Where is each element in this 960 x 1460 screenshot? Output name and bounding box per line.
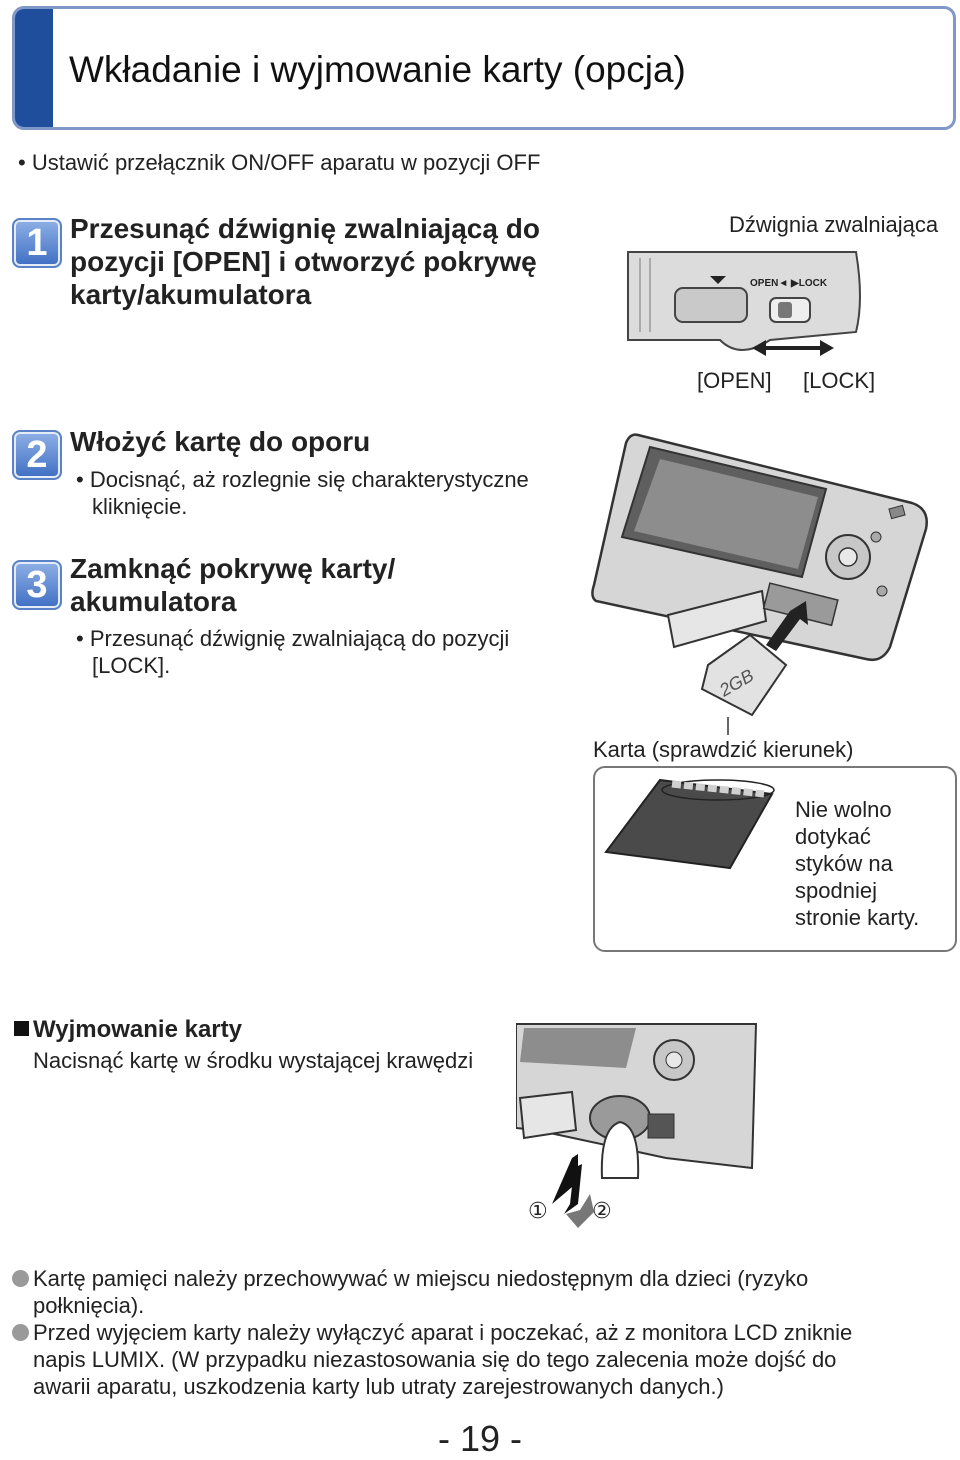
page-header: Wkładanie i wyjmowanie karty (opcja) (12, 6, 956, 130)
warning-line: styków na (795, 851, 893, 876)
note-line: napis LUMIX. (W przypadku niezastosowani… (33, 1347, 837, 1372)
page-title: Wkładanie i wyjmowanie karty (opcja) (69, 49, 686, 90)
arrow-head-left (752, 340, 766, 356)
step-3-title-line: Zamknąć pokrywę karty/ (70, 553, 396, 584)
push-arrow (552, 1154, 578, 1204)
note-storage: Kartę pamięci należy przechowywać w miej… (12, 1265, 942, 1319)
card-slot-detail (647, 1113, 675, 1139)
lock-label: [LOCK] (803, 368, 876, 393)
note-line: Przed wyjęciem karty należy wyłączyć apa… (12, 1319, 942, 1346)
step-1-title-line: Przesunąć dźwignię zwalniającą do (70, 213, 540, 244)
release-lever-caption: Dźwignia zwalniająca (729, 212, 939, 237)
finger (600, 1120, 640, 1179)
intro-bullet: • Ustawić przełącznik ON/OFF aparatu w p… (18, 150, 541, 175)
step-3-title: Zamknąć pokrywę karty/ akumulatora (70, 552, 395, 618)
open-card-door (518, 1090, 578, 1140)
push-arrow-shaft (564, 1164, 582, 1214)
step-2-note-line: • Docisnąć, aż rozlegnie się charakterys… (76, 467, 529, 492)
camera-button (876, 585, 888, 597)
step-1-title-line: karty/akumulatora (70, 279, 312, 310)
dial-center-button (665, 1051, 683, 1069)
contacts-highlight-ring (661, 779, 775, 801)
camera-button (870, 531, 882, 543)
step-2-badge: 2 (12, 430, 62, 480)
step-marker-2: ② (592, 1199, 612, 1224)
removal-instruction: Nacisnąć kartę w środku wystającej krawę… (33, 1048, 474, 1073)
camera-bottom-illustration: OPEN◄ ▶LOCK (627, 251, 861, 356)
dial-center-button (838, 547, 858, 567)
header-accent-band (15, 9, 53, 127)
card-contacts-warning: Nie wolno dotykać styków na spodniej str… (795, 796, 919, 931)
note-text: Przed wyjęciem karty należy wyłączyć apa… (33, 1320, 853, 1345)
section-square-icon (14, 1021, 29, 1036)
step-1-badge: 1 (12, 218, 62, 268)
card-contacts-panel (593, 766, 957, 952)
warning-line: Nie wolno (795, 797, 892, 822)
open-label: [OPEN] (697, 368, 772, 393)
camera-insert-illustration: 2GB (591, 433, 928, 735)
note-line: awarii aparatu, uszkodzenia karty lub ut… (33, 1374, 724, 1399)
step-3-note-line: [LOCK]. (92, 653, 171, 678)
lcd-corner (520, 1028, 636, 1068)
removal-heading-text: Wyjmowanie karty (33, 1016, 242, 1043)
sd-card-back-illustration (604, 778, 775, 870)
card-door (674, 287, 748, 323)
note-text: Kartę pamięci należy przechowywać w miej… (33, 1266, 809, 1291)
step-3-note: • Przesunąć dźwignię zwalniającą do pozy… (76, 625, 509, 679)
step-2-note-line: kliknięcie. (92, 494, 188, 519)
card-orientation-caption: Karta (sprawdzić kierunek) (593, 737, 854, 762)
warning-line: stronie karty. (795, 905, 920, 930)
mode-switch (888, 504, 906, 520)
step-marker-1: ① (528, 1199, 548, 1224)
step-1-title: Przesunąć dźwignię zwalniającą do pozycj… (70, 212, 540, 311)
note-line: Kartę pamięci należy przechowywać w miej… (12, 1265, 942, 1292)
step-1-title-line: pozycji [OPEN] i otworzyć pokrywę (70, 246, 537, 277)
note-line: połknięcia). (33, 1293, 145, 1318)
insert-arrow (766, 601, 808, 651)
note-power-off: Przed wyjęciem karty należy wyłączyć apa… (12, 1319, 942, 1400)
lever-engraving: OPEN◄ ▶LOCK (750, 278, 828, 289)
lcd-glass (634, 459, 818, 569)
step-3-title-line: akumulatora (70, 586, 237, 617)
bullet-dot-icon (12, 1270, 29, 1287)
pull-arrow (566, 1194, 594, 1228)
step-2-note: • Docisnąć, aż rozlegnie się charakterys… (76, 466, 529, 520)
lever-knob (778, 302, 792, 318)
removal-heading: Wyjmowanie karty (14, 1016, 242, 1044)
arrow-head-right (820, 340, 834, 356)
step-3-note-line: • Przesunąć dźwignię zwalniającą do pozy… (76, 626, 510, 651)
warning-line: dotykać (795, 824, 871, 849)
door-arrow-marker (710, 276, 726, 284)
open-card-door (666, 589, 768, 649)
card-removal-illustration: ① ② (516, 1023, 758, 1228)
bullet-dot-icon (12, 1324, 29, 1341)
sd-card (700, 633, 788, 717)
step-2-title: Włożyć kartę do oporu (70, 426, 371, 457)
step-3-badge: 3 (12, 560, 62, 610)
page-number: - 19 - (437, 1418, 523, 1459)
warning-line: spodniej (795, 878, 877, 903)
